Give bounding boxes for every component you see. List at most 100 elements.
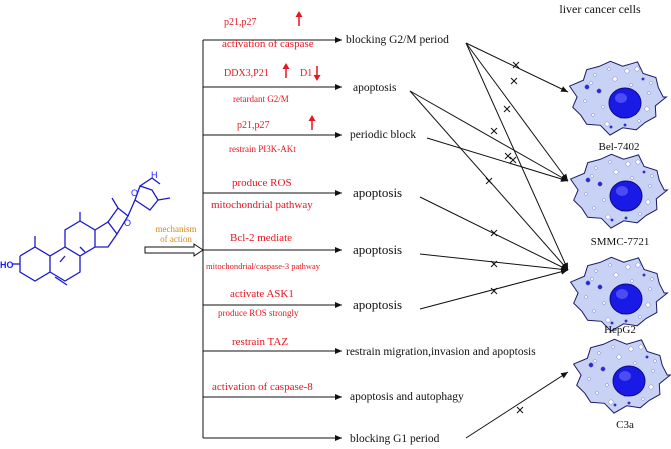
cell-granule [597,181,603,187]
cell-granule [589,81,593,85]
cell-granule [610,321,614,325]
cell-granule [638,344,644,350]
mech-1-line2: activation of caspase [222,38,314,50]
cell-label-hepg2: HepG2 [604,324,636,336]
cell-granule [584,295,588,299]
mech-6-line1: activate ASK1 [230,288,294,300]
cell-granule [594,269,598,273]
connector-4 [409,90,569,182]
mech-2-line1: DDX3,P21 [224,68,269,79]
cell-granule [641,77,645,81]
hollow-arrow-icon [144,243,204,257]
cell-nucleus [609,180,643,212]
cross-mark [510,77,518,85]
mech-2-line2: retardant G2/M [233,94,289,104]
cell-granule [634,66,640,72]
result-4: apoptosis [353,185,402,200]
liver-cells [568,60,671,414]
cell-granule [624,68,630,74]
cell-granule [608,399,614,405]
up-arrow-icon [308,115,316,121]
result-9: blocking G1 period [350,433,440,445]
cell-granule [633,361,637,365]
down-arrow-icon [313,75,321,81]
cross-mark [490,127,498,135]
cell-granule [600,366,606,372]
result-7: restrain migration,invasion and apoptosi… [346,346,536,358]
mech-5-line2: mitochondrial/caspase-3 pathway [206,261,321,271]
mechanism-label-line1: mechanism [156,224,197,234]
cell-granule [651,369,655,373]
cell-granule [650,174,654,178]
nucleus-highlight [619,371,631,381]
cell-granule [645,355,649,359]
cell-granule [593,73,597,77]
cross-mark [516,406,524,414]
cell-granule [587,377,591,381]
cell-granule [635,262,641,268]
cell-nucleus [609,283,643,315]
cell-granule [593,359,597,363]
cell-granule [604,121,610,127]
cell-granule [635,159,641,165]
cell-granule [642,273,646,277]
cell-granule [585,280,591,286]
cell-granule [630,176,634,180]
cross-mark [509,156,517,164]
ho-label: HO [0,260,14,270]
cell-hepg2-icon [569,256,669,332]
cell-granule [609,125,613,129]
cell-granule [649,81,653,85]
cell-granule [613,272,619,278]
connector-8 [419,253,569,273]
cell-granule [648,287,652,291]
cell-granule [602,301,606,305]
cell-label-smmc7721: SMMC-7721 [591,236,650,248]
cell-granule [584,84,590,90]
o-label-2: O [131,188,138,198]
cell-granule [648,384,654,390]
cell-granule [596,88,602,94]
cell-granule [638,315,642,319]
cell-granule [642,170,646,174]
cell-granule [595,391,599,395]
cell-connections [409,42,569,439]
cell-c3a-icon [572,338,671,414]
cell-nucleus [608,87,642,119]
steroid-molecule-icon [12,177,171,286]
mechanism-label-line2: of action [160,234,192,244]
cell-granule [585,177,591,183]
cell-granule [597,284,603,290]
cell-granule [613,403,617,407]
connector-9 [419,268,569,310]
nucleus-highlight [616,186,628,196]
cell-granule [590,277,594,281]
mech-4-line1: produce ROS [232,177,292,189]
cross-mark [503,105,511,113]
cell-granule [630,279,634,283]
cell-granule [616,354,622,360]
cell-label-bel7402: Bel-7402 [599,141,640,153]
mech-7-line1: restrain TAZ [232,336,288,348]
mech-2-line1b: D1 [300,68,312,79]
mech-5-line1: Bcl-2 mediate [230,232,292,244]
connector-2 [465,42,569,182]
cross-mark [490,287,498,295]
connector-10 [465,371,569,439]
cross-mark [485,177,493,185]
result-1: blocking G2/M period [346,34,449,46]
cell-granule [594,166,598,170]
cell-granule [605,214,611,220]
mech-3-line2: restrain PI3K-AKt [229,144,296,154]
cell-granule [653,359,657,363]
result-5: apoptosis [353,242,402,257]
mech-6-line2: produce ROS strongly [218,308,299,318]
cell-granule [625,264,631,270]
up-arrow-icon [295,11,303,17]
o-label-1: O [124,218,131,228]
cell-smmc7721-icon [569,153,669,229]
cross-mark [490,229,498,237]
nucleus-highlight [615,93,627,103]
cell-granule [647,91,651,95]
